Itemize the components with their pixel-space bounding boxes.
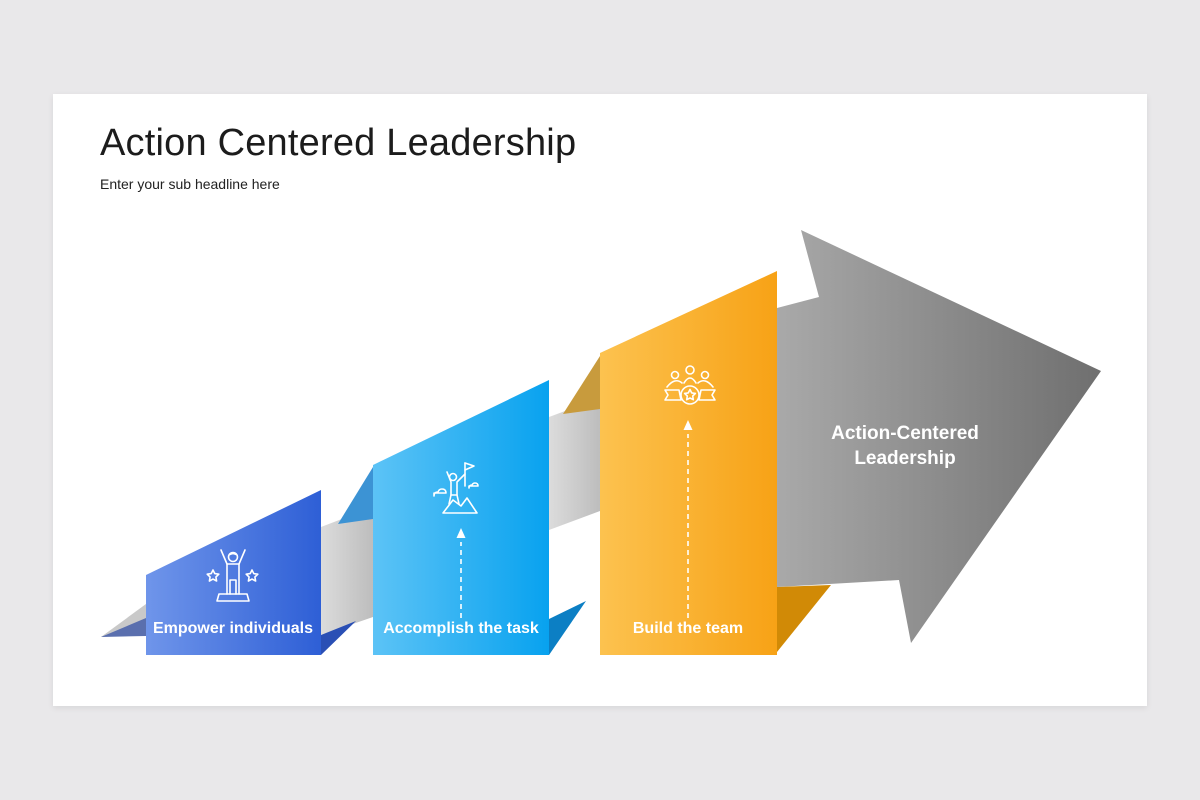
team-with-star-icon	[664, 365, 716, 405]
fold-shadow	[101, 618, 146, 637]
step-label-accomplish: Accomplish the task	[383, 620, 539, 637]
step-panel-accomplish	[373, 380, 549, 655]
page-title: Action Centered Leadership	[100, 122, 577, 164]
ribbon-segment	[321, 507, 373, 635]
step-label-team: Build the team	[633, 620, 743, 637]
step-label-empower: Empower individuals	[153, 620, 313, 637]
leadership-diagram: Empower individuals Accomplish the task …	[101, 230, 1101, 655]
dashed-up-arrow	[683, 420, 693, 618]
person-on-mountain-with-flag-icon	[433, 462, 479, 514]
ribbon-segment	[549, 398, 600, 530]
fold-shadow	[321, 621, 356, 655]
step-panel-empower	[146, 490, 321, 655]
fold-top	[563, 356, 600, 414]
person-celebrating-icon	[206, 549, 259, 602]
fold-shadow	[777, 585, 831, 652]
main-arrow	[777, 230, 1101, 643]
slide: Action Centered Leadership Enter your su…	[53, 94, 1147, 706]
arrow-label-line1: Action-Centered	[831, 423, 979, 444]
fold-top	[338, 467, 373, 524]
page-subtitle: Enter your sub headline here	[100, 176, 280, 192]
arrow-label-line2: Leadership	[854, 448, 955, 469]
dashed-up-arrow	[456, 528, 466, 618]
fold-shadow	[549, 601, 586, 655]
